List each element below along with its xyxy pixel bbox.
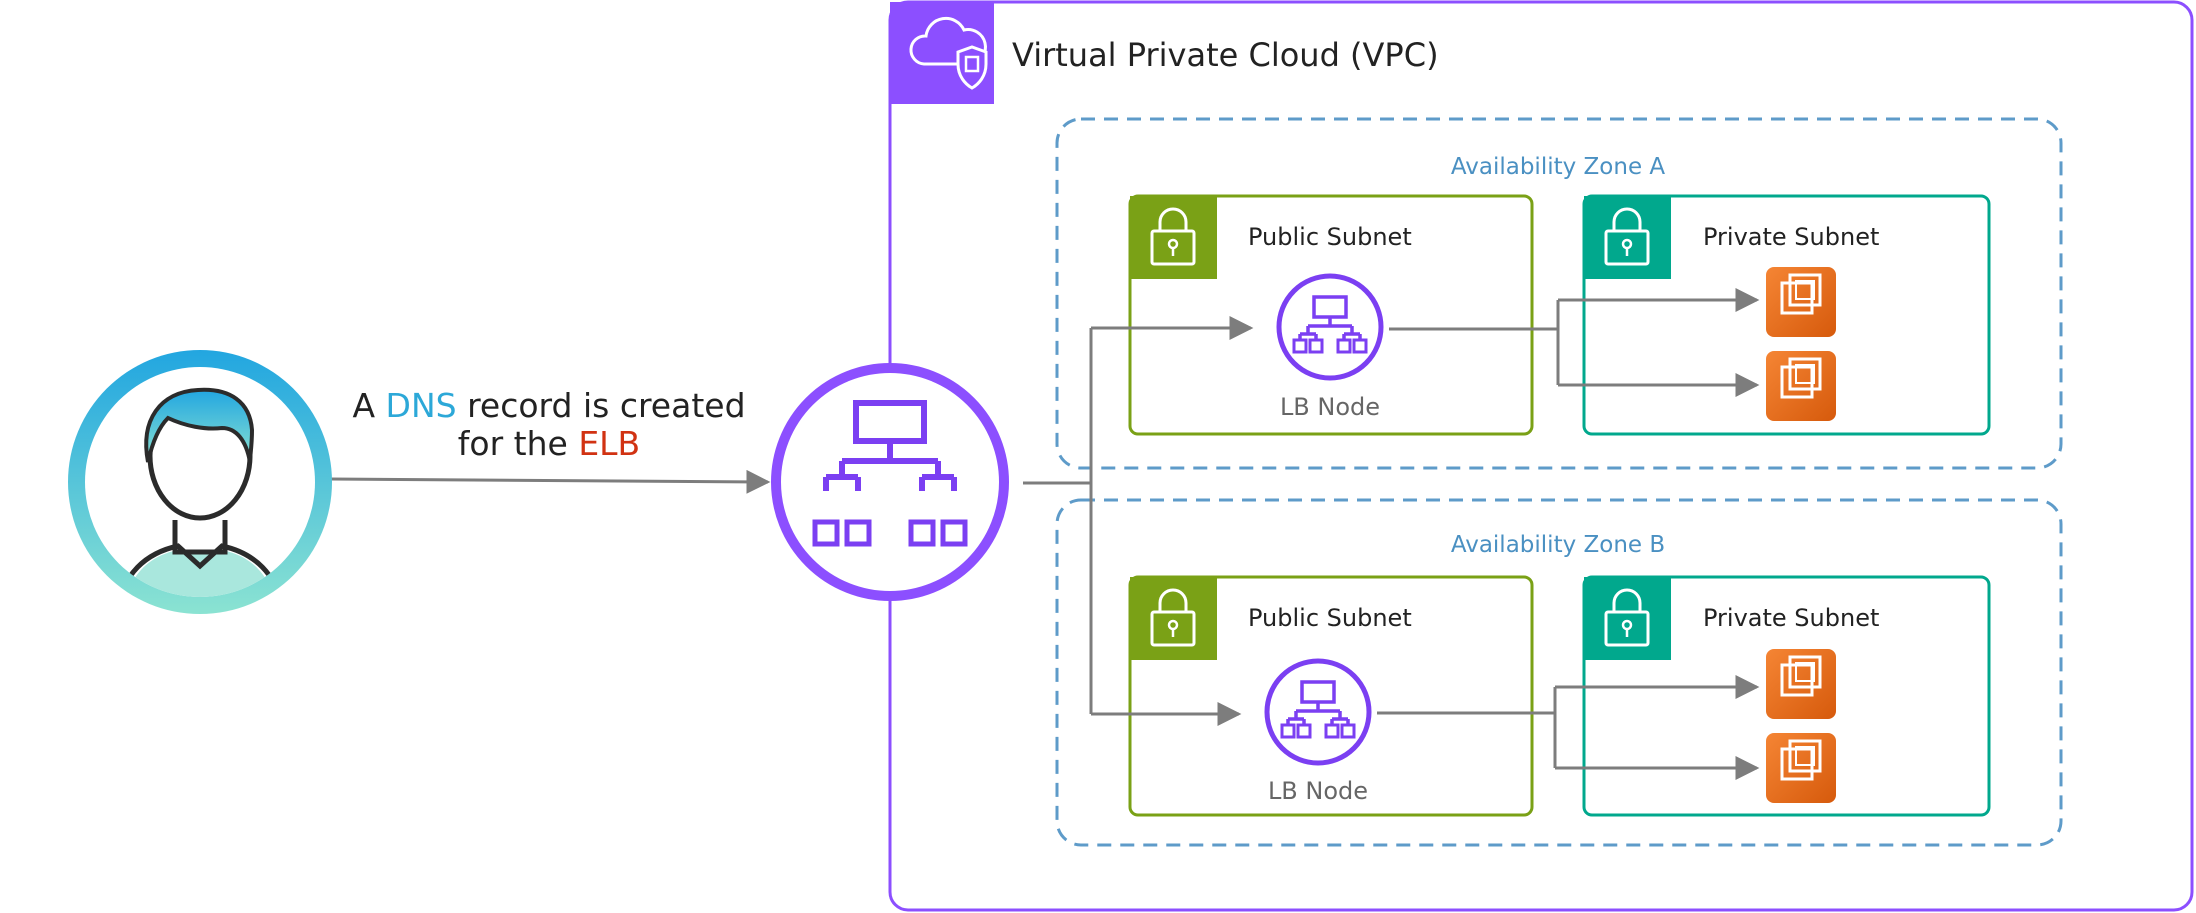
ec2-instance-b1-icon	[1766, 649, 1836, 719]
vpc-cloud-shield-icon	[890, 2, 994, 104]
caption-prefix-2: for the	[458, 424, 579, 463]
vpc-title: Virtual Private Cloud (VPC)	[1012, 36, 1439, 74]
ec2-instance-b2-icon	[1766, 733, 1836, 803]
connectors	[329, 288, 1760, 780]
availability-zone-a: Availability Zone A Public Subnet	[1055, 117, 2063, 470]
dns-caption-line-1: A DNS record is created	[352, 386, 745, 425]
private-subnet-a-padlock-icon	[1584, 196, 1671, 279]
vpc-border	[888, 0, 2194, 912]
caption-prefix-1: A	[352, 386, 385, 425]
public-subnet-a: Public Subnet LB Node	[1128, 194, 1534, 436]
private-subnet-a-title: Private Subnet	[1703, 223, 1879, 251]
public-subnet-b-padlock-icon	[1130, 577, 1217, 660]
public-subnet-a-padlock-icon	[1130, 196, 1217, 279]
public-subnet-a-title: Public Subnet	[1248, 223, 1412, 251]
lb-node-b-label: LB Node	[1268, 777, 1368, 805]
dns-highlight: DNS	[386, 386, 457, 425]
ec2-instance-a2-icon	[1766, 351, 1836, 421]
private-subnet-b: Private Subnet	[1582, 575, 1991, 817]
vpc-container: Virtual Private Cloud (VPC)	[888, 0, 2194, 912]
caption-suffix-1: record is created	[457, 386, 746, 425]
zone-b-label: Availability Zone B	[1451, 532, 1665, 558]
ec2-instance-a1-icon	[1766, 267, 1836, 337]
lb-node-b-icon	[1264, 658, 1372, 766]
zone-b-border	[1055, 498, 2063, 847]
public-subnet-b: Public Subnet LB Node	[1128, 575, 1534, 817]
public-subnet-b-title: Public Subnet	[1248, 604, 1412, 632]
zone-a-label: Availability Zone A	[1451, 154, 1666, 180]
lb-node-a-label: LB Node	[1280, 393, 1380, 421]
elb-highlight: ELB	[578, 424, 640, 463]
dns-caption-line-2: for the ELB	[458, 424, 640, 463]
availability-zone-b: Availability Zone B Public Subnet	[1055, 498, 2063, 847]
elb-load-balancer-icon	[771, 363, 1009, 601]
user-avatar-icon	[68, 350, 332, 614]
private-subnet-b-padlock-icon	[1584, 577, 1671, 660]
private-subnet-b-title: Private Subnet	[1703, 604, 1879, 632]
lb-node-a-icon	[1276, 273, 1384, 381]
user-to-elb-arrow	[329, 469, 771, 494]
private-subnet-a: Private Subnet	[1582, 194, 1991, 436]
